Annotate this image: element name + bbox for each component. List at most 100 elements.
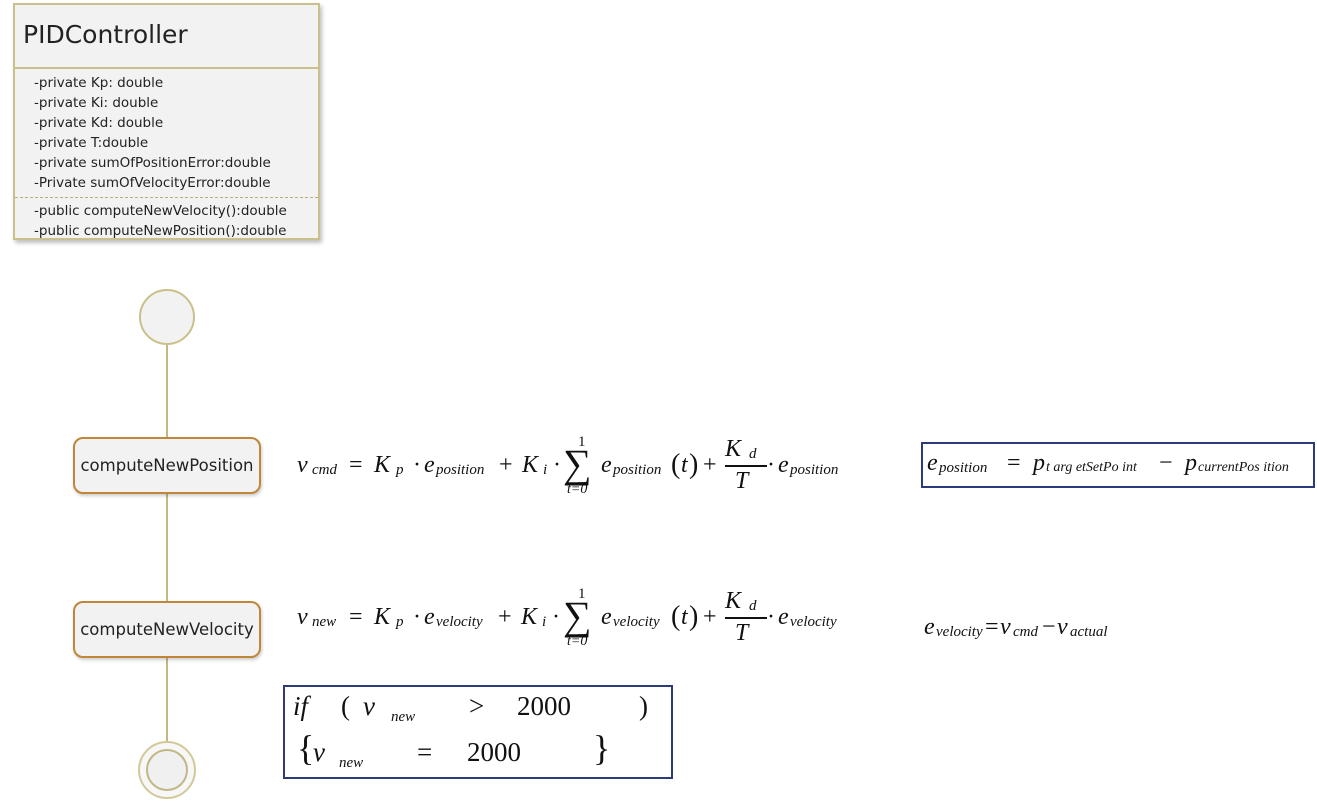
eq2-vel-sub-3: velocity	[790, 614, 837, 630]
if-paren-close: )	[639, 691, 648, 721]
attribute-kd: -private Kd: double	[34, 115, 164, 131]
eq2-t-arg: t	[681, 604, 688, 630]
class-name: PIDController	[15, 5, 318, 69]
eq1-K-i: K	[522, 452, 539, 478]
eq1-pos-sub-3: position	[790, 462, 839, 478]
operation-compute-new-velocity: -public computeNewVelocity():double	[34, 203, 287, 219]
evel-cmd-sub: cmd	[1013, 624, 1038, 640]
evel-e: e	[924, 614, 935, 640]
attribute-sum-velocity-error: -Private sumOfVelocityError:double	[34, 175, 271, 191]
eq1-K-p: K	[374, 452, 391, 478]
evel-v-cmd: v	[1000, 614, 1011, 640]
eq2-dot-1: ·	[413, 604, 421, 630]
attribute-kp: -private Kp: double	[34, 75, 164, 91]
e-velocity-definition: e velocity = v cmd − v actual	[924, 608, 1144, 648]
eq2-e-1: e	[424, 604, 435, 630]
if-value: 2000	[517, 691, 571, 721]
epos-p-target: p	[1033, 450, 1045, 476]
eq2-paren-open: (	[671, 601, 681, 632]
eq1-d-sub: d	[749, 446, 757, 462]
eq1-v: v	[297, 452, 308, 478]
eq1-K-d: K	[725, 436, 742, 462]
attribute-sum-position-error: -private sumOfPositionError:double	[34, 155, 271, 171]
eq2-K-i: K	[521, 604, 538, 630]
eq1-dot-1: ·	[413, 452, 421, 478]
eq2-equals: =	[349, 604, 363, 630]
class-attributes: -private Kp: double -private Ki: double …	[15, 69, 318, 193]
eq1-e-3: e	[778, 452, 789, 478]
eq2-vel-sub-2: velocity	[613, 614, 660, 630]
eq2-d-sub: d	[749, 598, 757, 614]
eq2-K-d: K	[725, 588, 742, 614]
assign-v: v	[313, 737, 325, 767]
if-v: v	[363, 691, 375, 721]
equation-v-new: v new = K p · e velocity + K i · 1 ∑ t=0…	[297, 586, 867, 654]
epos-sub: position	[939, 460, 988, 476]
eq1-paren-open: (	[671, 449, 681, 480]
eq2-e-2: e	[601, 604, 612, 630]
start-node	[139, 289, 195, 345]
class-divider	[15, 197, 318, 198]
if-paren-open: (	[341, 691, 350, 721]
flow-line-end	[166, 658, 168, 743]
eq2-plus-1: +	[498, 604, 512, 630]
class-operations: -public computeNewVelocity():double -pub…	[15, 201, 318, 241]
operation-compute-new-position: -public computeNewPosition():double	[34, 223, 287, 239]
eq1-paren-close: )	[689, 449, 699, 480]
eq2-paren-close: )	[689, 601, 699, 632]
equation-v-cmd: v cmd = K p · e position + K i · 1 ∑ t=0…	[297, 434, 857, 502]
eq1-pos-sub-1: position	[436, 462, 485, 478]
eq2-sum-sign: ∑	[563, 593, 592, 638]
eq2-vel-sub-1: velocity	[436, 614, 483, 630]
eq1-plus-1: +	[499, 452, 513, 478]
eq1-v-sub: cmd	[312, 462, 337, 478]
eq1-T: T	[735, 468, 749, 494]
evel-v-actual: v	[1057, 614, 1068, 640]
epos-current-sub: currentPos ition	[1198, 460, 1289, 475]
activity-compute-new-velocity: computeNewVelocity	[73, 601, 261, 658]
if-brace-close: }	[593, 728, 611, 768]
attribute-ki: -private Ki: double	[34, 95, 159, 111]
eq1-sum-upper: 1	[578, 434, 586, 450]
eq2-v-sub: new	[312, 614, 337, 630]
assign-v-sub: new	[339, 755, 364, 771]
eq1-e-2: e	[601, 452, 612, 478]
assign-equals: =	[417, 737, 433, 767]
eq1-e-1: e	[424, 452, 435, 478]
epos-minus: −	[1159, 450, 1173, 476]
evel-minus: −	[1042, 614, 1056, 640]
epos-e: e	[927, 450, 938, 476]
eq1-i-sub: i	[543, 462, 548, 478]
if-condition-box: if ( v new > 2000 ) { v new = 2000 }	[283, 685, 673, 779]
eq2-v: v	[297, 604, 308, 630]
assign-value: 2000	[467, 737, 521, 767]
eq2-dot-3: ·	[767, 604, 775, 630]
eq2-e-3: e	[778, 604, 789, 630]
eq1-dot-3: ·	[767, 452, 775, 478]
if-v-sub: new	[391, 709, 416, 725]
eq2-i-sub: i	[542, 614, 547, 630]
eq2-plus-2: +	[703, 604, 717, 630]
epos-equals: =	[1007, 450, 1021, 476]
eq1-sum-lower: t=0	[567, 482, 588, 497]
attribute-t: -private T:double	[34, 135, 149, 151]
evel-equals: =	[985, 614, 999, 640]
eq1-plus-2: +	[703, 452, 717, 478]
eq1-equals: =	[349, 452, 363, 478]
evel-actual-sub: actual	[1070, 624, 1108, 640]
epos-target-sub: t arg etSetPo int	[1046, 460, 1137, 475]
if-condition: if ( v new > 2000 ) { v new = 2000 }	[285, 687, 671, 777]
end-node	[138, 741, 196, 799]
eq1-sum-sign: ∑	[563, 441, 592, 486]
if-keyword: if	[293, 691, 309, 721]
if-greater: >	[469, 691, 485, 721]
flow-line-start	[166, 345, 168, 437]
uml-class-box: PIDController -private Kp: double -priva…	[13, 3, 320, 240]
if-brace-open: {	[297, 728, 315, 768]
eq1-fraction-bar	[725, 465, 767, 467]
eq2-T: T	[735, 620, 749, 646]
eq1-dot-2: ·	[553, 452, 561, 478]
epos-p-current: p	[1185, 450, 1197, 476]
activity-compute-new-position: computeNewPosition	[73, 437, 261, 494]
end-node-inner	[146, 749, 188, 791]
